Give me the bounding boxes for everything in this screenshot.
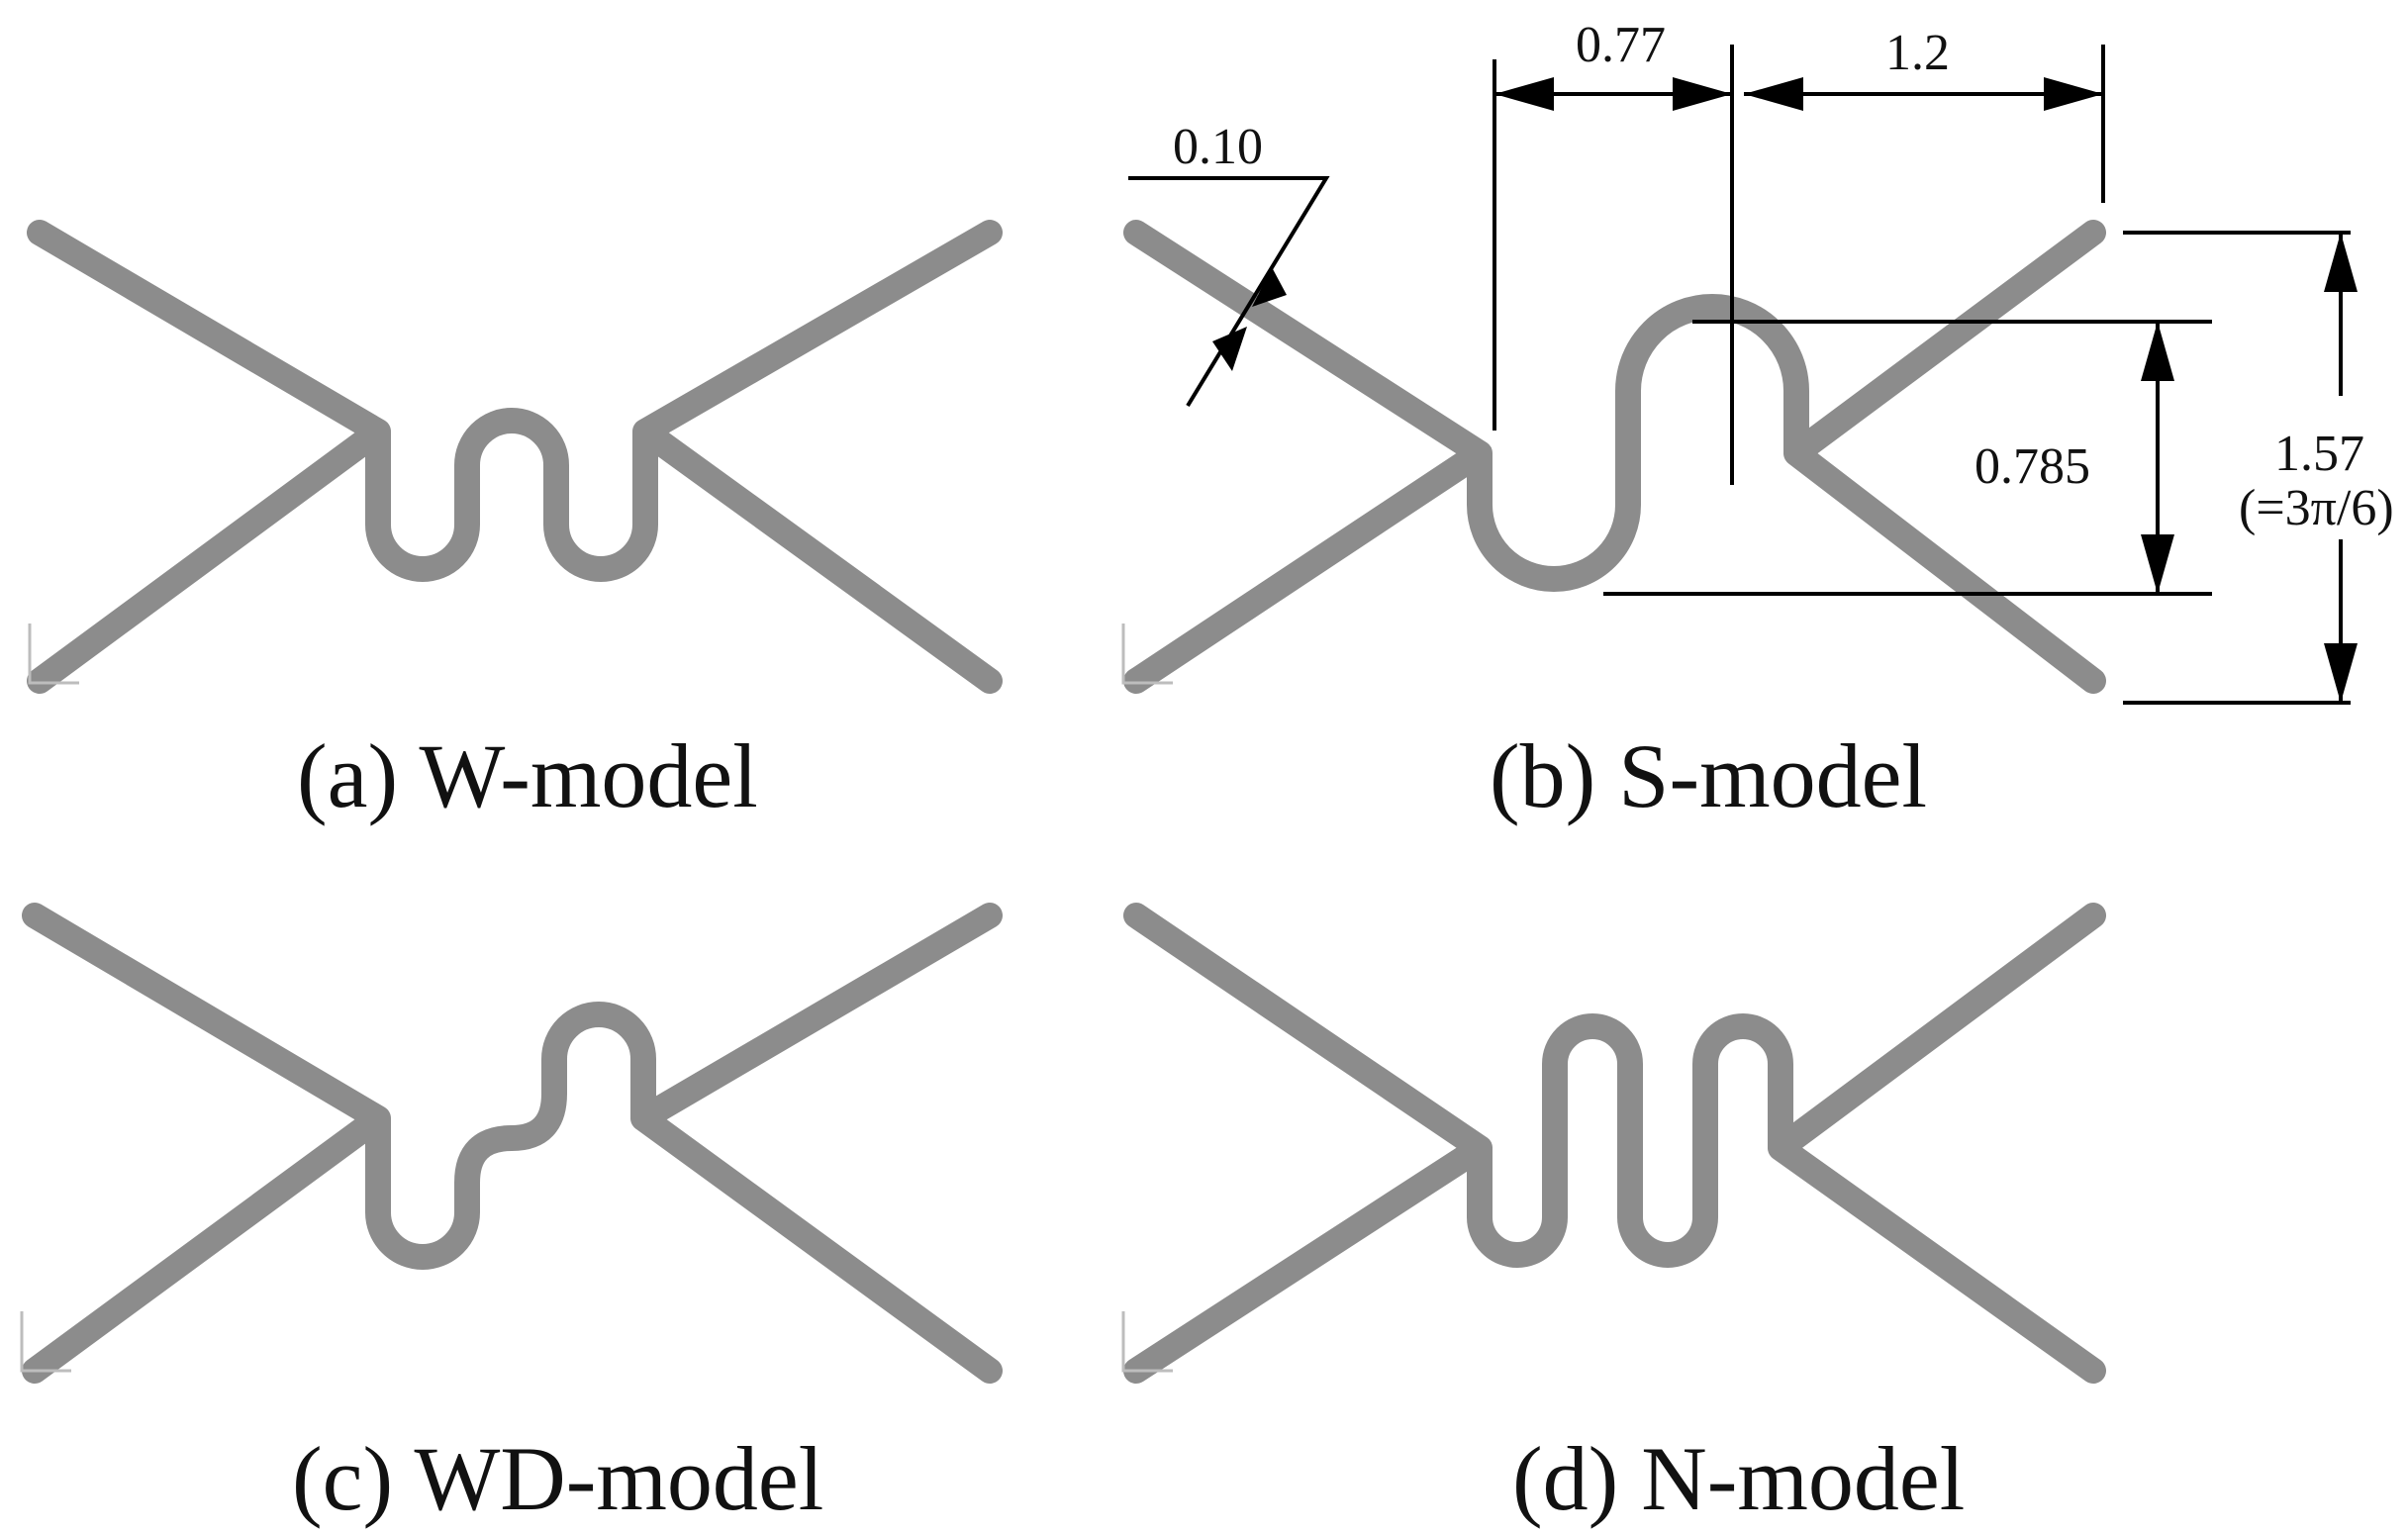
height-inner-arrow-top — [2141, 322, 2174, 381]
thickness-arrow-top — [1252, 267, 1287, 307]
width-outer-arrow-right — [2044, 77, 2103, 111]
dimension-annotations: 0.10 0.77 1.2 0.785 — [1128, 17, 2394, 705]
s-model-shape — [1123, 220, 2106, 694]
width-outer-label: 1.2 — [1885, 25, 1950, 81]
wd-model-shape — [22, 903, 1003, 1384]
height-outer-label: 1.57 — [2274, 426, 2364, 482]
height-inner-label: 0.785 — [1975, 438, 2090, 495]
caption-n-model: (d) N-model — [1512, 1428, 1965, 1529]
axis-triad-icon — [28, 624, 79, 685]
w-model-shape — [27, 220, 1003, 694]
width-outer-arrow-left — [1744, 77, 1803, 111]
width-inner-arrow-left — [1494, 77, 1554, 111]
thickness-label: 0.10 — [1173, 119, 1263, 175]
axis-triad-icon — [1121, 1311, 1173, 1373]
height-inner-arrow-bottom — [2141, 534, 2174, 594]
panel-w-model: (a) W-model — [27, 220, 1003, 826]
n-model-shape — [1123, 903, 2106, 1384]
height-outer-arrow-bottom — [2324, 643, 2358, 703]
panel-wd-model: (c) WD-model — [20, 903, 1003, 1529]
height-outer-arrow-top — [2324, 233, 2358, 292]
height-outer-note: (=3π/6) — [2239, 480, 2394, 536]
panel-s-model: 0.10 0.77 1.2 0.785 — [1121, 17, 2394, 826]
width-inner-label: 0.77 — [1576, 17, 1666, 73]
caption-wd-model: (c) WD-model — [292, 1428, 823, 1529]
caption-w-model: (a) W-model — [297, 725, 758, 826]
axis-triad-icon — [20, 1311, 71, 1373]
axis-triad-icon — [1121, 624, 1173, 685]
panel-n-model: (d) N-model — [1121, 903, 2106, 1529]
thickness-leader — [1128, 176, 1330, 408]
width-inner-arrow-right — [1673, 77, 1732, 111]
thickness-arrow-bottom — [1212, 327, 1247, 371]
caption-s-model: (b) S-model — [1490, 725, 1927, 826]
